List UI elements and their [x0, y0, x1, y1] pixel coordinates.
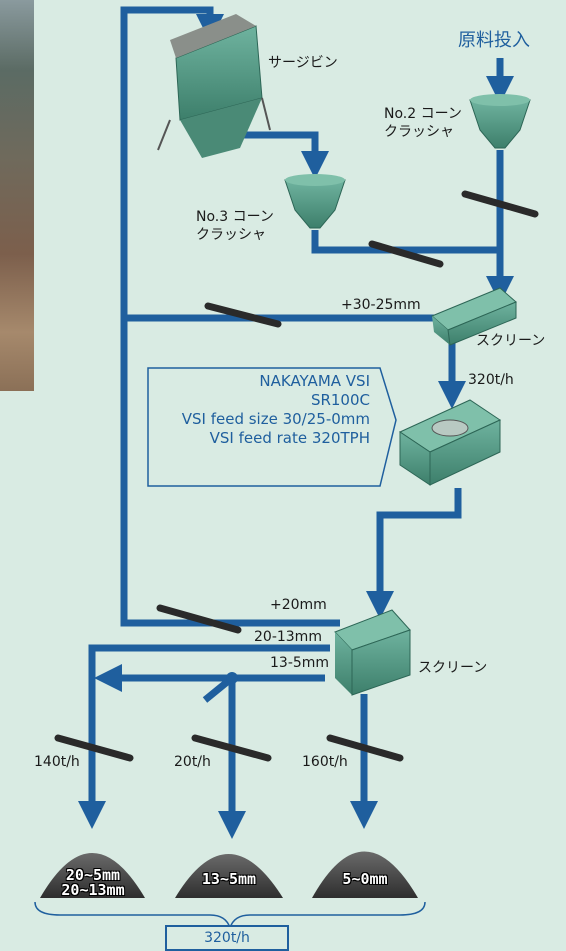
flow-b-label: 20t/h	[174, 754, 211, 770]
total-throughput: 320t/h	[165, 925, 289, 951]
raw-input-label: 原料投入	[458, 26, 530, 52]
cone-crusher-2	[470, 94, 530, 148]
cone3-type-label: クラッシャ	[196, 224, 266, 244]
screen1-label: スクリーン	[476, 330, 545, 350]
vsi-spec-4: VSI feed rate 320TPH	[152, 429, 370, 448]
cone-crusher-3	[285, 174, 345, 228]
screen1-throughput: 320t/h	[468, 372, 514, 388]
cone2-type-label: クラッシャ	[384, 121, 454, 141]
cone3-model-label: No.3 コーン	[196, 206, 274, 226]
product-1-label-b: 20~13mm	[40, 881, 146, 899]
vsi-crusher	[400, 400, 500, 485]
cone2-model-label: No.2 コーン	[384, 103, 462, 123]
product-2-label: 13~5mm	[176, 870, 282, 888]
vsi-spec-2: SR100C	[152, 391, 370, 410]
product-3-label: 5~0mm	[312, 870, 418, 888]
screen2-cut2-label: 13-5mm	[270, 655, 329, 671]
screen-2	[335, 610, 410, 695]
screen2-oversize-label: +20mm	[270, 597, 327, 613]
vsi-spec-3: VSI feed size 30/25-0mm	[152, 410, 370, 429]
vsi-spec-1: NAKAYAMA VSI	[152, 372, 370, 391]
screen2-label: スクリーン	[418, 657, 487, 677]
split-node	[226, 672, 238, 684]
screen1-oversize-label: +30-25mm	[341, 297, 421, 313]
surge-bin-label: サージビン	[268, 52, 338, 72]
flow-c-label: 160t/h	[302, 754, 348, 770]
screen2-cut1-label: 20-13mm	[254, 629, 322, 645]
flow-a-label: 140t/h	[34, 754, 80, 770]
